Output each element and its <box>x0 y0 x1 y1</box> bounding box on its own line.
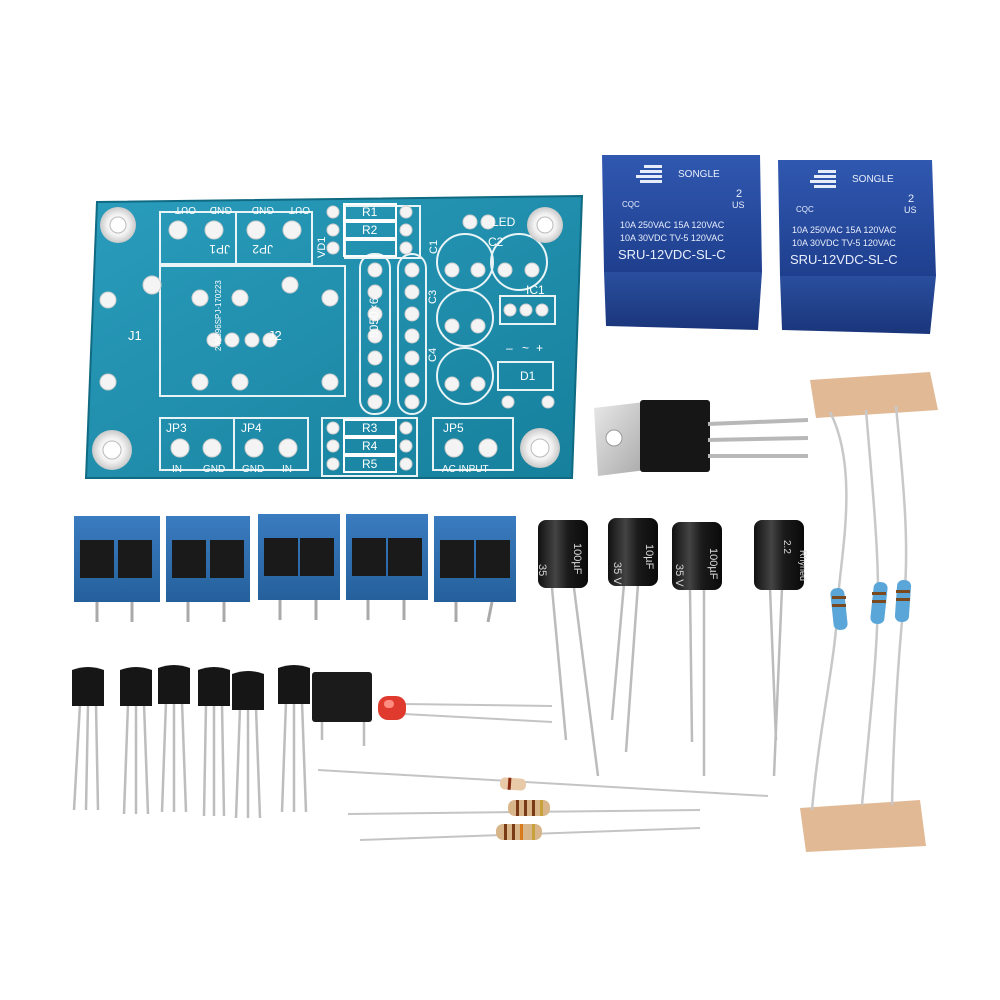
voltage-regulator <box>594 400 809 476</box>
label-j2: J2 <box>268 328 282 343</box>
relay-model: SRU-12VDC-SL-C <box>618 247 726 262</box>
relay-us: US <box>732 200 745 210</box>
label-jp2: JP2 <box>252 242 273 256</box>
label-c4: C4 <box>427 348 439 362</box>
label-jp5: JP5 <box>443 421 464 435</box>
label-in-left: IN <box>172 464 182 475</box>
label-gnd-b1: GND <box>203 464 225 475</box>
relay-rating2: 10A 30VDC TV-5 120VAC <box>792 238 896 248</box>
label-ac-input: AC INPUT <box>442 464 489 475</box>
relay-1: SONGLE CQC 2 US 10A 250VAC 15A 120VAC 10… <box>602 155 762 330</box>
red-led <box>378 696 553 723</box>
relay-brand: SONGLE <box>852 174 894 185</box>
capacitor: 100µF 35 V <box>672 522 722 590</box>
relay-brand: SONGLE <box>678 169 720 180</box>
mounting-holes <box>92 207 563 470</box>
capacitor-label: 10µF <box>643 544 655 570</box>
label-led: LED <box>492 215 516 229</box>
label-vd1: VD1 <box>316 237 328 258</box>
capacitor-label: 100µF <box>571 543 583 575</box>
screw-terminals <box>74 514 516 623</box>
label-out-right: OUT <box>289 204 310 215</box>
label-gnd-b2: GND <box>242 464 264 475</box>
label-out-left: OUT <box>175 204 196 215</box>
electrolytic-capacitors: 100µF 35 10µF 35 V 100µF 35 V 2.2 Rhyned <box>536 518 808 777</box>
relay-2: SONGLE CQC 2 US 10A 250VAC 15A 120VAC 10… <box>778 160 936 334</box>
label-jp1: JP1 <box>209 242 230 256</box>
capacitor-value: 35 V <box>611 562 623 585</box>
label-gnd-left: GND <box>210 204 232 215</box>
terminal-block <box>74 516 160 622</box>
relay-model: SRU-12VDC-SL-C <box>790 252 898 267</box>
capacitor-value: Rhyned <box>798 550 808 581</box>
terminal-block <box>258 514 340 620</box>
relay-rating1: 10A 250VAC 15A 120VAC <box>620 220 725 230</box>
label-c3: C3 <box>427 290 439 304</box>
label-r1: R1 <box>362 205 378 219</box>
relay-rating1: 10A 250VAC 15A 120VAC <box>792 225 897 235</box>
axial-components <box>317 769 769 841</box>
label-r5: R5 <box>362 457 378 471</box>
relay-rating2: 10A 30VDC TV-5 120VAC <box>620 233 724 243</box>
label-r2: R2 <box>362 223 378 237</box>
label-tilde: ~ <box>522 341 529 355</box>
label-part-code: 240896SPJ-170223 <box>214 280 223 351</box>
label-transistor: 8050×6 <box>367 297 381 338</box>
capacitor-label: 100µF <box>707 548 719 580</box>
label-in-right: IN <box>282 464 292 475</box>
label-minus-ic: – <box>506 341 513 355</box>
label-ic1: IC1 <box>526 283 545 297</box>
relay-two: 2 <box>908 193 914 205</box>
tape-resistors <box>800 372 938 852</box>
label-r3: R3 <box>362 421 378 435</box>
songle-logo <box>636 165 662 183</box>
terminal-block <box>166 516 250 622</box>
label-jp4: JP4 <box>241 421 262 435</box>
capacitor-label: 2.2 <box>781 540 792 554</box>
capacitor: 2.2 Rhyned <box>754 520 808 590</box>
label-j1: J1 <box>128 328 142 343</box>
terminal-block <box>434 516 516 623</box>
terminal-block <box>346 514 428 620</box>
capacitor: 10µF 35 V <box>608 518 658 586</box>
capacitor-value: 35 V <box>673 564 685 587</box>
pcb-silkscreen: OUT GND GND OUT JP1 JP2 VD1 R1 R2 LED C1… <box>128 204 545 475</box>
label-jp3: JP3 <box>166 421 187 435</box>
relay-cqc: CQC <box>796 205 814 214</box>
label-gnd-right: GND <box>252 204 274 215</box>
relay-two: 2 <box>736 188 742 200</box>
solder-pads <box>99 205 555 471</box>
transistors <box>72 665 310 819</box>
label-d1: D1 <box>520 369 536 383</box>
bridge-rectifier <box>312 672 372 746</box>
label-c2: C2 <box>488 235 504 249</box>
capacitor: 100µF 35 <box>536 520 588 588</box>
label-c1: C1 <box>428 240 440 254</box>
relay-us: US <box>904 205 917 215</box>
label-plus-ic: + <box>536 341 543 355</box>
label-r4: R4 <box>362 439 378 453</box>
capacitor-value: 35 <box>536 564 548 576</box>
relay-cqc: CQC <box>622 200 640 209</box>
pcb-board: OUT GND GND OUT JP1 JP2 VD1 R1 R2 LED C1… <box>84 194 584 479</box>
